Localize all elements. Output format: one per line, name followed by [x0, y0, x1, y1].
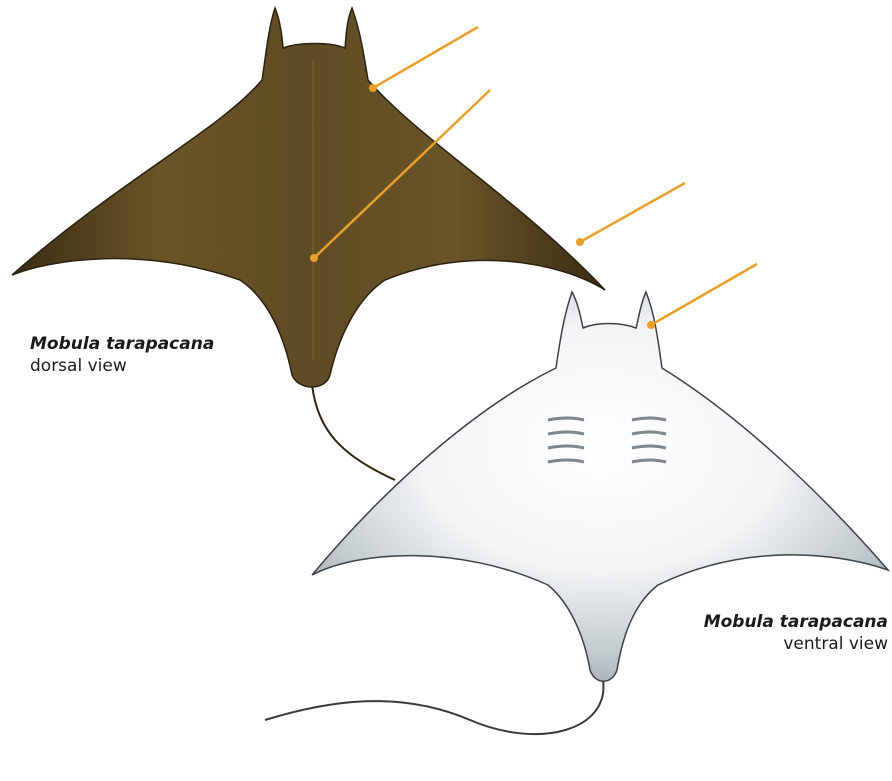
ventral-caption: Mobula tarapacana ventral view [704, 611, 888, 655]
pointer-line-pectoral-fin [580, 183, 685, 242]
ventral-species-name: Mobula tarapacana [704, 611, 888, 633]
pointer-dot [369, 84, 377, 92]
dorsal-view-label: dorsal view [30, 355, 214, 377]
dorsal-species-name: Mobula tarapacana [30, 333, 214, 355]
ventral-tail [265, 680, 603, 734]
dorsal-caption: Mobula tarapacana dorsal view [30, 333, 214, 377]
ventral-view-label: ventral view [704, 633, 888, 655]
pointer-line-cephalic-fin [373, 27, 478, 88]
pointer-line-ventral-cephalic-fin [651, 264, 757, 325]
pointer-dot [647, 321, 655, 329]
pointer-dot [576, 238, 584, 246]
dorsal-body [12, 8, 605, 387]
ventral-ray [265, 292, 888, 734]
pointer-dot [310, 254, 318, 262]
dorsal-tail [312, 385, 395, 480]
